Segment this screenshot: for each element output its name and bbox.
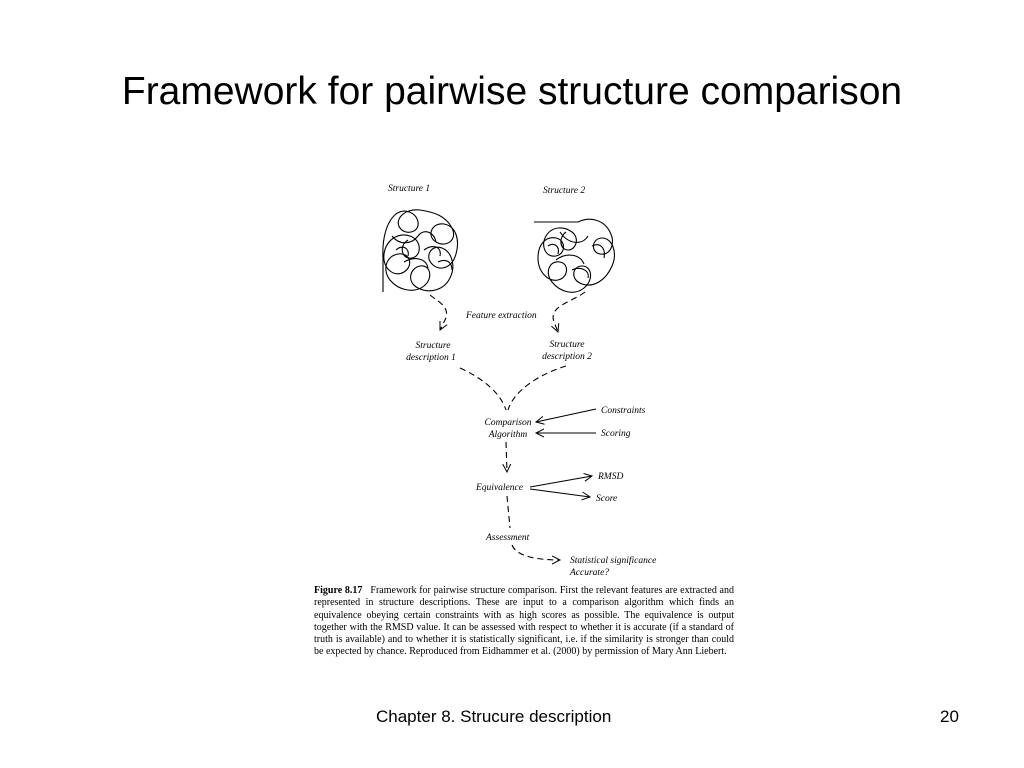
- structure2-label: Structure 2: [543, 186, 585, 196]
- comparison-framework-diagram: Structure 1 Structure 2 Feature extracti…: [382, 184, 656, 576]
- scoring-label: Scoring: [601, 429, 631, 439]
- feature-extraction-label: Feature extraction: [465, 311, 537, 321]
- comparison-line1: Comparison: [485, 418, 532, 428]
- caption-text: Framework for pairwise structure compari…: [314, 585, 734, 658]
- rmsd-label: RMSD: [597, 472, 623, 482]
- accurate-label: Accurate?: [569, 568, 609, 576]
- footer-chapter-text: Chapter 8. Strucure description: [376, 707, 612, 726]
- desc2-line2: description 2: [542, 352, 592, 362]
- desc1-line2: description 1: [406, 353, 456, 363]
- structure2-coil: [534, 218, 615, 293]
- assessment-label: Assessment: [485, 533, 530, 543]
- slide-title: Framework for pairwise structure compari…: [121, 70, 903, 113]
- desc2-line1: Structure: [549, 340, 584, 350]
- caption-label: Figure 8.17: [314, 585, 363, 596]
- structure1-label: Structure 1: [388, 184, 430, 194]
- desc1-line1: Structure: [415, 341, 450, 351]
- comparison-line2: Algorithm: [488, 430, 528, 440]
- score-label: Score: [596, 494, 617, 504]
- constraints-label: Constraints: [601, 406, 646, 416]
- statistical-significance-label: Statistical significance: [570, 555, 656, 566]
- equivalence-label: Equivalence: [475, 483, 523, 493]
- page-number: 20: [940, 707, 959, 726]
- structure1-coil: [382, 209, 459, 292]
